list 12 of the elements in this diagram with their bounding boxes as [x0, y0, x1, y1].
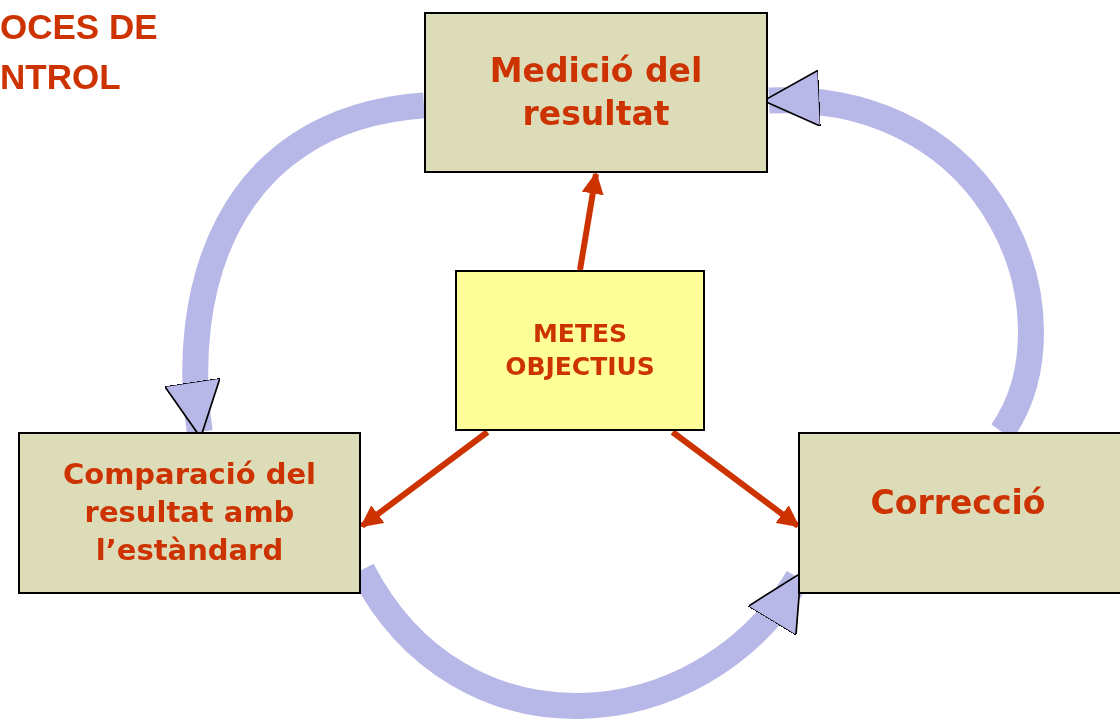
- process-box: [18, 432, 361, 594]
- box-label: Comparació del resultat amb l’estàndard: [61, 456, 318, 569]
- process-box: [798, 432, 1120, 594]
- title: OCES DE NTROL: [0, 6, 159, 98]
- process-box: [424, 12, 768, 173]
- process-box: [455, 270, 705, 431]
- arrow: [360, 429, 490, 529]
- box-label: Correcció: [870, 481, 1046, 524]
- box-label: Medició del resultat: [488, 49, 704, 135]
- box-label: METES OBJECTIUS: [504, 318, 656, 383]
- arrow: [670, 429, 800, 529]
- arrow: [577, 171, 604, 271]
